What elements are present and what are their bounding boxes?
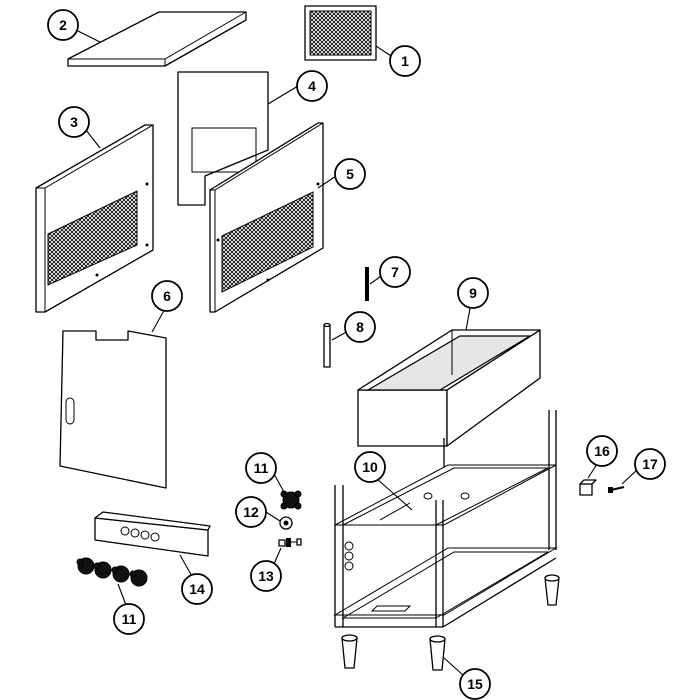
callout-12: 12 bbox=[235, 496, 267, 528]
callout-11-upper: 11 bbox=[245, 452, 277, 484]
part-8-pin bbox=[323, 322, 331, 368]
callout-10-label: 10 bbox=[362, 459, 378, 475]
part-7-rod bbox=[365, 267, 369, 301]
callout-12-label: 12 bbox=[243, 504, 259, 520]
callout-1-label: 1 bbox=[401, 53, 409, 69]
callout-17-label: 17 bbox=[642, 456, 658, 472]
callout-5-label: 5 bbox=[346, 166, 354, 182]
callout-1: 1 bbox=[389, 45, 421, 77]
callout-2-label: 2 bbox=[59, 17, 67, 33]
callout-14-label: 14 bbox=[189, 581, 205, 597]
callout-3: 3 bbox=[58, 106, 90, 138]
part-15-legs bbox=[341, 574, 560, 671]
callout-9: 9 bbox=[457, 277, 489, 309]
part-10-frame bbox=[333, 410, 558, 628]
part-1-filter-screen bbox=[304, 5, 377, 61]
callout-16-label: 16 bbox=[594, 443, 610, 459]
callout-11-lower: 11 bbox=[113, 603, 145, 635]
part-11-knob-row bbox=[76, 557, 148, 587]
part-9-tank bbox=[357, 329, 541, 447]
callout-11-upper-label: 11 bbox=[254, 460, 269, 476]
callout-11-lower-label: 11 bbox=[122, 611, 137, 627]
callout-2: 2 bbox=[47, 9, 79, 41]
callout-5: 5 bbox=[334, 158, 366, 190]
callout-9-label: 9 bbox=[469, 285, 477, 301]
callout-8-label: 8 bbox=[356, 319, 364, 335]
callout-7-label: 7 bbox=[391, 264, 399, 280]
part-17-screw bbox=[608, 486, 625, 493]
callout-3-label: 3 bbox=[70, 114, 78, 130]
callout-7: 7 bbox=[379, 256, 411, 288]
part-5-right-side-panel bbox=[209, 122, 324, 313]
part-12-nut bbox=[279, 516, 293, 530]
callout-8: 8 bbox=[344, 311, 376, 343]
callout-4: 4 bbox=[296, 70, 328, 102]
part-6-front-door bbox=[59, 330, 167, 489]
callout-13-label: 13 bbox=[258, 568, 274, 584]
part-16-clip bbox=[579, 479, 597, 496]
callout-17: 17 bbox=[634, 448, 666, 480]
part-13-fitting bbox=[278, 538, 302, 547]
part-11-knob-single bbox=[280, 490, 302, 510]
part-3-left-side-panel bbox=[35, 124, 154, 313]
callout-6-label: 6 bbox=[163, 288, 171, 304]
callout-16: 16 bbox=[586, 435, 618, 467]
callout-13: 13 bbox=[250, 560, 282, 592]
callout-4-label: 4 bbox=[308, 78, 316, 94]
callout-14: 14 bbox=[181, 573, 213, 605]
part-14-control-bracket bbox=[94, 511, 211, 557]
callout-15: 15 bbox=[459, 668, 491, 700]
part-2-top-panel bbox=[67, 11, 247, 67]
callout-15-label: 15 bbox=[467, 676, 483, 692]
callout-6: 6 bbox=[151, 280, 183, 312]
part-4-rear-panel bbox=[177, 71, 269, 206]
callout-10: 10 bbox=[354, 451, 386, 483]
